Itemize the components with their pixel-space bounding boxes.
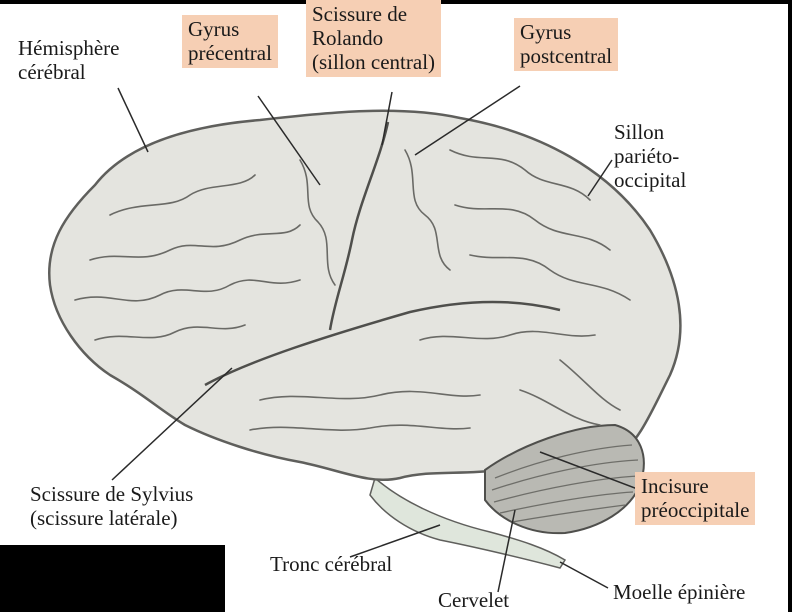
label-cerebellum: Cervelet [438, 588, 510, 612]
leader-spinal-cord [559, 561, 609, 589]
label-spinal-cord: Moelle épinière [613, 580, 746, 604]
leader-cerebellum [497, 509, 516, 593]
label-hemisphere: Hémisphère cérébral [18, 36, 120, 84]
right-border [788, 0, 792, 612]
label-preoccipital-notch: Incisure préoccipitale [635, 472, 756, 525]
central-sulcus-line [328, 121, 390, 331]
leader-hemisphere [117, 87, 149, 153]
label-brainstem: Tronc cérébral [270, 552, 393, 576]
leader-parieto-occipital [587, 159, 613, 197]
leader-rolando [381, 91, 393, 146]
label-sylvian-fissure: Scissure de Sylvius (scissure latérale) [30, 482, 194, 530]
gyri-texture [74, 149, 631, 431]
cerebral-hemisphere-shape [47, 109, 682, 482]
leader-brainstem [349, 524, 441, 558]
cerebellum-folia [491, 444, 639, 523]
label-rolando-fissure: Scissure de Rolando (sillon central) [306, 0, 442, 77]
leader-preoccipital [539, 451, 641, 491]
brainstem-shape [369, 476, 567, 569]
leader-sylvius [111, 367, 233, 481]
leader-precentral [257, 95, 321, 186]
label-postcentral-gyrus: Gyrus postcentral [514, 18, 619, 71]
label-precentral-gyrus: Gyrus précentral [182, 15, 278, 68]
label-parieto-occipital-sulcus: Sillon pariéto- occipital [614, 120, 687, 192]
leader-postcentral [414, 85, 521, 156]
leader-lines [111, 85, 641, 593]
bottom-left-border [0, 545, 225, 612]
sylvian-fissure-line [204, 300, 561, 387]
